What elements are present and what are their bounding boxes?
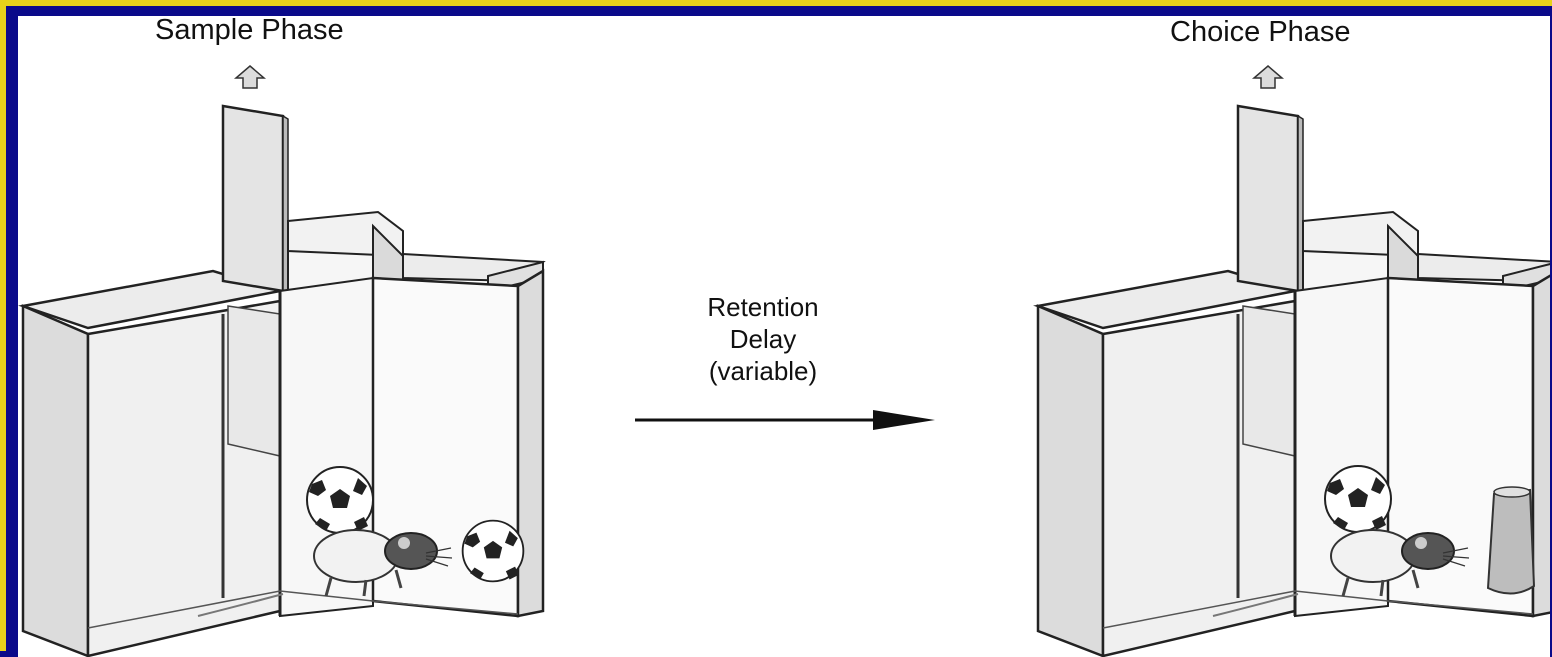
retention-delay-label: Retention Delay (variable) xyxy=(678,291,848,387)
retention-line: Retention xyxy=(707,292,819,322)
variable-line: (variable) xyxy=(708,356,818,386)
delay-line: Delay xyxy=(729,324,797,354)
sample-phase-title: Sample Phase xyxy=(155,14,344,46)
right-arrow-icon xyxy=(635,410,935,430)
up-arrow-icon xyxy=(1251,65,1285,89)
up-arrow-icon xyxy=(233,65,267,89)
choice-phase-title: Choice Phase xyxy=(1170,16,1351,48)
soccer-ball-icon xyxy=(1324,465,1392,533)
sample-apparatus xyxy=(21,65,545,657)
apparatus-drawing xyxy=(21,65,1550,657)
soccer-ball-icon xyxy=(461,519,525,583)
cup-icon xyxy=(1486,486,1536,595)
figure-panel: Sample Phase Choice Phase Retention Dela… xyxy=(18,14,1550,657)
choice-apparatus xyxy=(1036,65,1550,657)
soccer-ball-icon xyxy=(306,466,374,534)
